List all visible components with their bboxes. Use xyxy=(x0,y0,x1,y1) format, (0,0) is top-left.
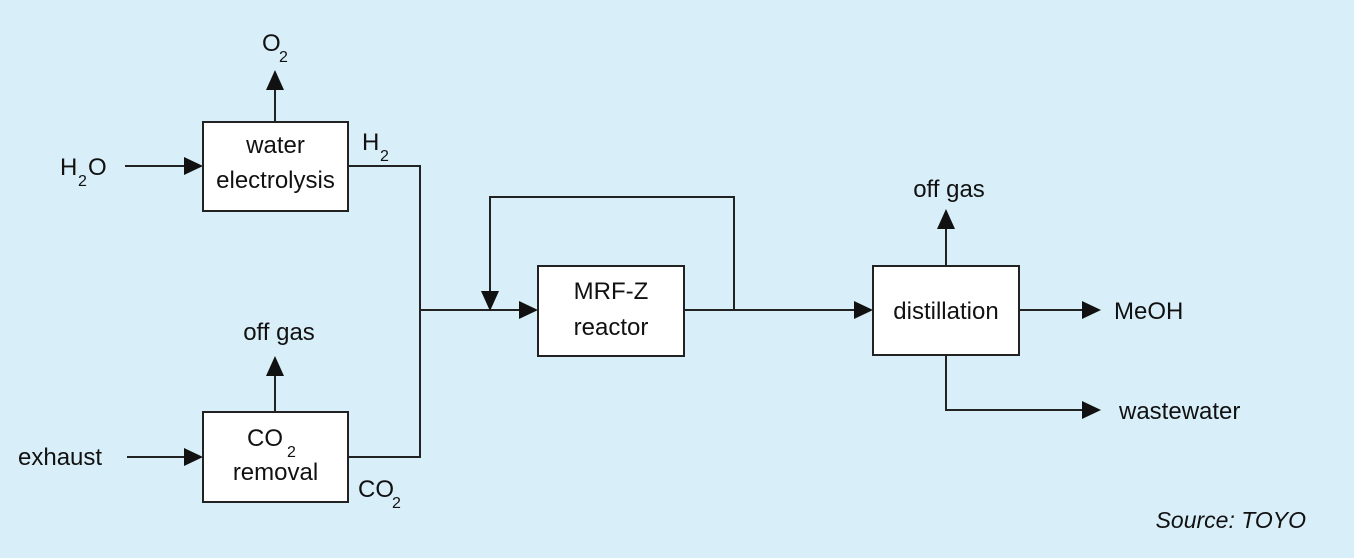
h2-label: H xyxy=(362,129,379,156)
distillation-node: distillation xyxy=(872,265,1020,356)
water-electrolysis-node: water electrolysis xyxy=(202,121,349,212)
co2-stream-label: CO xyxy=(358,476,394,503)
h2-label-subscript: 2 xyxy=(380,148,389,165)
co2-line xyxy=(348,310,421,458)
stream-labels: O 2 H 2 O H 2 exhaust CO 2 off gas off g… xyxy=(18,30,1306,533)
h2o-label-o: O xyxy=(88,154,107,181)
arrowheads xyxy=(184,70,1101,466)
co2-removal-node: CO 2 removal xyxy=(202,411,349,503)
h2o-label: H xyxy=(60,154,77,181)
arrow-into-distillation xyxy=(854,301,873,319)
distillation-offgas-label: off gas xyxy=(913,176,985,203)
distillation-label: distillation xyxy=(893,298,998,325)
arrow-into-co2-removal xyxy=(184,448,203,466)
o2-label: O xyxy=(262,30,281,57)
source-credit: Source: TOYO xyxy=(1156,507,1307,533)
arrow-recycle-down xyxy=(481,291,499,311)
co2-removal-label-1-subscript: 2 xyxy=(287,444,296,461)
co2-removal-label-1: CO xyxy=(247,425,283,452)
o2-label-subscript: 2 xyxy=(279,49,288,66)
arrow-meoh-out xyxy=(1082,301,1101,319)
co2-stream-label-subscript: 2 xyxy=(392,495,401,512)
co2-removal-box xyxy=(202,411,349,503)
mrf-z-reactor-label-2: reactor xyxy=(574,314,649,341)
co2-removal-offgas-label: off gas xyxy=(243,319,315,346)
meoh-label: MeOH xyxy=(1114,298,1183,325)
arrow-wastewater-out xyxy=(1082,401,1101,419)
co2-removal-label-2: removal xyxy=(233,459,318,486)
arrow-into-reactor xyxy=(519,301,538,319)
wastewater-label: wastewater xyxy=(1118,398,1240,425)
arrow-into-electrolysis xyxy=(184,157,203,175)
arrow-distillation-offgas-up xyxy=(937,209,955,229)
arrow-co2-offgas-up xyxy=(266,356,284,376)
mrf-z-reactor-label-1: MRF-Z xyxy=(574,278,649,305)
recycle-loop-line xyxy=(489,196,735,310)
exhaust-label: exhaust xyxy=(18,444,102,471)
water-electrolysis-label-1: water xyxy=(245,132,305,159)
h2o-label-subscript: 2 xyxy=(78,173,87,190)
arrow-o2-up xyxy=(266,70,284,90)
mrf-z-reactor-node: MRF-Z reactor xyxy=(537,265,685,357)
wastewater-line xyxy=(945,355,1084,411)
h2-line xyxy=(348,165,421,310)
water-electrolysis-label-2: electrolysis xyxy=(216,167,335,194)
water-electrolysis-box xyxy=(202,121,349,212)
connectors xyxy=(125,88,1084,458)
